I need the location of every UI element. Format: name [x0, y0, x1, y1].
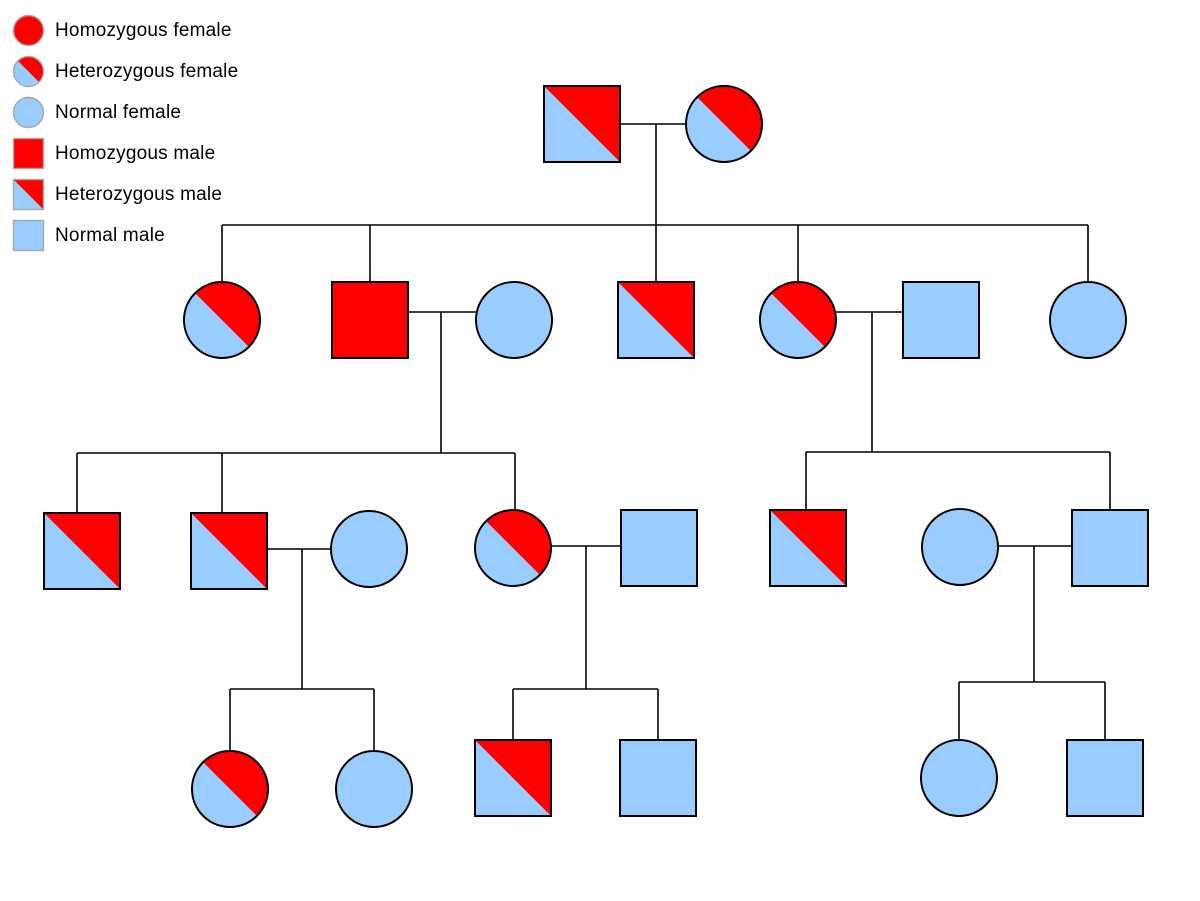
legend-item-label: Homozygous male — [55, 143, 216, 164]
legend-symbol — [12, 96, 45, 129]
legend-heterozygous-female-icon — [12, 55, 45, 88]
individual-II-6 — [902, 281, 980, 359]
legend-symbol — [12, 178, 45, 211]
individual-IV-6 — [1066, 739, 1144, 817]
individual-II-2 — [331, 281, 409, 359]
legend-item-label: Homozygous female — [55, 20, 232, 41]
legend-normal-male-icon — [12, 219, 45, 252]
legend-symbol — [12, 137, 45, 170]
individual-IV-5 — [920, 739, 998, 817]
legend-item: Heterozygous female — [12, 51, 238, 92]
legend-item-label: Heterozygous female — [55, 61, 239, 82]
individual-II-5 — [759, 281, 837, 359]
legend-item: Normal female — [12, 92, 238, 133]
legend-homozygous-female-icon — [12, 14, 45, 47]
individual-III-1 — [43, 512, 121, 590]
individual-IV-2 — [335, 750, 413, 828]
individual-III-7 — [921, 508, 999, 586]
legend-item-label: Normal female — [55, 102, 182, 123]
legend-homozygous-male-icon — [12, 137, 45, 170]
individual-II-3 — [475, 281, 553, 359]
legend-item: Heterozygous male — [12, 174, 238, 215]
legend-item: Homozygous male — [12, 133, 238, 174]
individual-II-7 — [1049, 281, 1127, 359]
legend-item: Normal male — [12, 215, 238, 256]
individual-III-8 — [1071, 509, 1149, 587]
legend-item: Homozygous female — [12, 10, 238, 51]
legend-normal-female-icon — [12, 96, 45, 129]
individual-III-2 — [190, 512, 268, 590]
individual-III-5 — [620, 509, 698, 587]
individual-IV-3 — [474, 739, 552, 817]
individual-II-1 — [183, 281, 261, 359]
individual-III-6 — [769, 509, 847, 587]
individual-I-2 — [685, 85, 763, 163]
individual-I-1 — [543, 85, 621, 163]
individual-III-3 — [330, 510, 408, 588]
individual-II-4 — [617, 281, 695, 359]
legend-item-label: Heterozygous male — [55, 184, 223, 205]
legend-heterozygous-male-icon — [12, 178, 45, 211]
individual-III-4 — [474, 509, 552, 587]
individual-IV-1 — [191, 750, 269, 828]
legend-item-label: Normal male — [55, 225, 165, 246]
legend-symbol — [12, 55, 45, 88]
legend-symbol — [12, 14, 45, 47]
individual-IV-4 — [619, 739, 697, 817]
legend-symbol — [12, 219, 45, 252]
